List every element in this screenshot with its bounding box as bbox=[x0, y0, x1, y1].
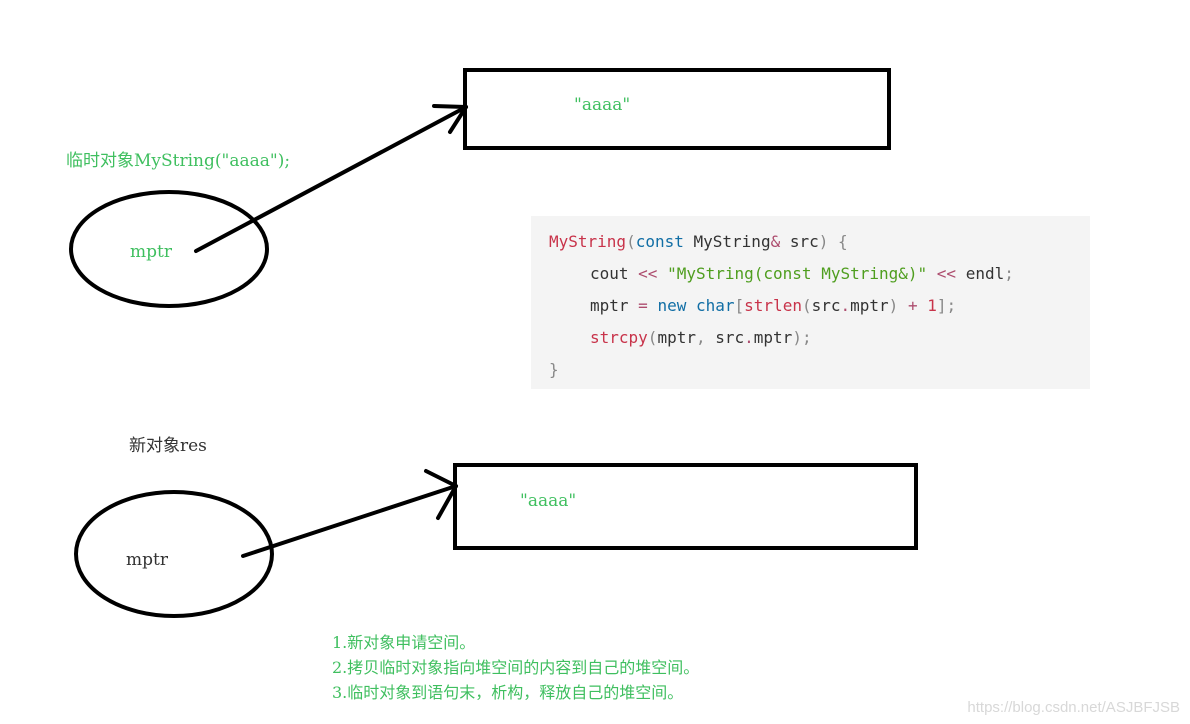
constructor-name: MyString bbox=[549, 232, 627, 251]
strlen-call: strlen bbox=[744, 296, 802, 315]
const-keyword: const bbox=[635, 232, 684, 251]
code-line-5: } bbox=[549, 360, 559, 379]
watermark: https://blog.csdn.net/ASJBFJSB bbox=[967, 699, 1180, 716]
code-line-4: strcpy(mptr, src.mptr); bbox=[590, 328, 812, 347]
temp-pointer-label: mptr bbox=[130, 242, 172, 262]
code-line-2: cout << "MyString(const MyString&)" << e… bbox=[590, 264, 1014, 283]
temp-heap-content: "aaaa" bbox=[574, 95, 631, 115]
temp-pointer-arrow bbox=[194, 104, 468, 253]
new-pointer-label: mptr bbox=[126, 550, 168, 570]
note-item: 2.拷贝临时对象指向堆空间的内容到自己的堆空间。 bbox=[332, 658, 700, 677]
new-heap-box bbox=[453, 463, 918, 550]
new-heap-content: "aaaa" bbox=[520, 491, 577, 511]
new-object-ellipse bbox=[74, 490, 274, 618]
temp-heap-box bbox=[463, 68, 891, 150]
note-item: 1.新对象申请空间。 bbox=[332, 633, 476, 652]
code-snippet: MyString(const MyString& src) { cout << … bbox=[531, 216, 1090, 389]
char-keyword: char bbox=[686, 296, 735, 315]
new-keyword: new bbox=[647, 296, 687, 315]
code-line-3: mptr = new char[strlen(src.mptr) + 1]; bbox=[590, 296, 957, 315]
string-literal: "MyString(const MyString&)" bbox=[657, 264, 937, 283]
temp-object-label: 临时对象MyString("aaaa"); bbox=[66, 151, 291, 171]
new-pointer-arrow bbox=[241, 469, 458, 558]
new-object-label: 新对象res bbox=[129, 436, 207, 456]
note-item: 3.临时对象到语句末，析构，释放自己的堆空间。 bbox=[332, 683, 684, 702]
notes-list: 1.新对象申请空间。 2.拷贝临时对象指向堆空间的内容到自己的堆空间。 3.临时… bbox=[332, 630, 699, 705]
temp-object-ellipse bbox=[69, 190, 269, 308]
strcpy-call: strcpy bbox=[590, 328, 648, 347]
code-line-1: MyString(const MyString& src) { bbox=[549, 232, 848, 251]
